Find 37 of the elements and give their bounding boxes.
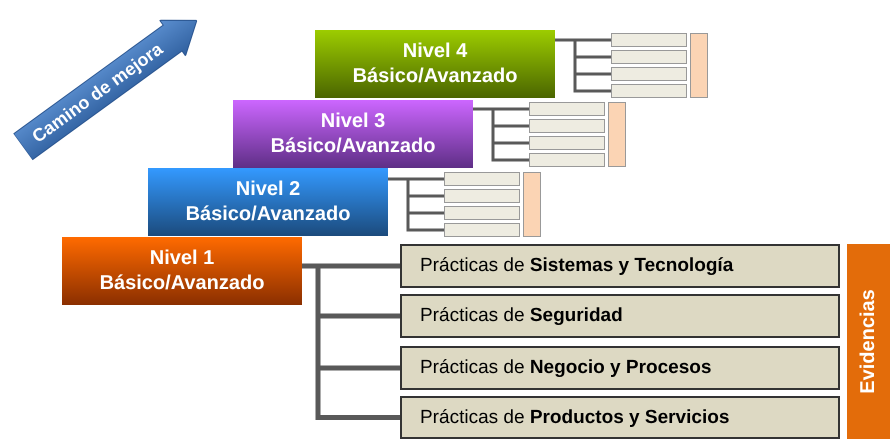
level-title: Nivel 3 [320,109,386,134]
evidence-bar [523,172,541,237]
practice-label: Prácticas de Sistemas y Tecnología [420,255,734,277]
level-subtitle: Básico/Avanzado [270,134,436,159]
empty-box [444,223,520,237]
level-subtitle: Básico/Avanzado [100,271,264,296]
evidence-bar [608,102,626,167]
level-subtitle: Básico/Avanzado [186,202,350,227]
practice-box [400,396,840,439]
level-title: Nivel 2 [236,177,300,202]
evidence-bar [690,33,708,98]
empty-box [444,189,520,203]
evidence-bar [847,244,890,439]
level-title: Nivel 4 [402,39,468,64]
practice-label: Prácticas de Seguridad [420,305,623,327]
practice-label: Prácticas de Negocio y Procesos [420,357,712,379]
empty-box [611,67,687,81]
level-subtitle: Básico/Avanzado [352,64,518,89]
empty-box [611,50,687,64]
level-box [315,30,555,98]
level-box [233,100,473,168]
level-box [62,237,302,305]
empty-box [529,153,605,167]
level-box [148,168,388,236]
practice-label: Prácticas de Productos y Servicios [420,406,730,428]
empty-box [444,172,520,186]
practice-box [400,294,840,338]
practice-box [400,244,840,288]
evidence-label: Evidencias [857,289,880,394]
level-title: Nivel 1 [150,246,214,271]
empty-box [529,102,605,116]
empty-box [611,33,687,47]
empty-box [611,84,687,98]
empty-box [529,136,605,150]
empty-box [444,206,520,220]
empty-box [529,119,605,133]
practice-box [400,346,840,390]
